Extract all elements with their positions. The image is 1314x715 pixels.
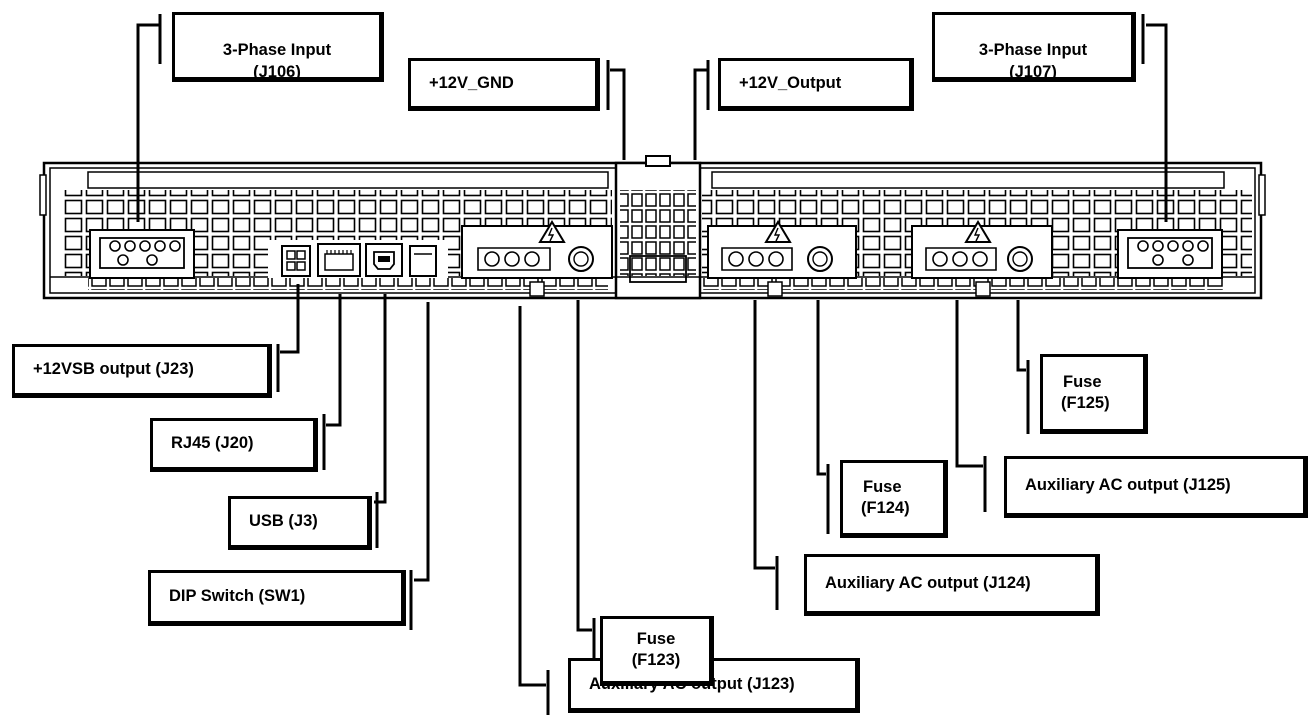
leader-lines [136,14,1168,715]
label-fuse-f125: Fuse (F125) [1040,354,1148,434]
aux-output-j124-block [707,220,857,297]
label-rj45-j20: RJ45 (J20) [150,418,318,472]
label-aux-ac-output-j124: Auxiliary AC output (J124) [804,554,1100,616]
j106-connector [89,229,195,279]
label-3phase-input-j107: 3-Phase Input (J107) [932,12,1136,82]
ventilation-grille [62,190,1252,276]
label-fuse-f123: Fuse (F123) [600,616,714,686]
label-usb-j3: USB (J3) [228,496,372,550]
label-12v-gnd: +12V_GND [408,58,600,111]
aux-output-j123-block [461,220,613,297]
j107-connector [1117,229,1223,279]
label-12vsb-output-j23: +12VSB output (J23) [12,344,272,398]
label-aux-ac-output-j125: Auxiliary AC output (J125) [1004,456,1308,518]
io-connectors [268,240,448,278]
bottom-tab-row [88,278,1224,290]
label-fuse-f124: Fuse (F124) [840,460,948,538]
label-dip-switch-sw1: DIP Switch (SW1) [148,570,406,626]
aux-output-j125-block [911,220,1053,297]
label-12v-output: +12V_Output [718,58,914,111]
label-3phase-input-j106: 3-Phase Input (J106) [172,12,384,82]
